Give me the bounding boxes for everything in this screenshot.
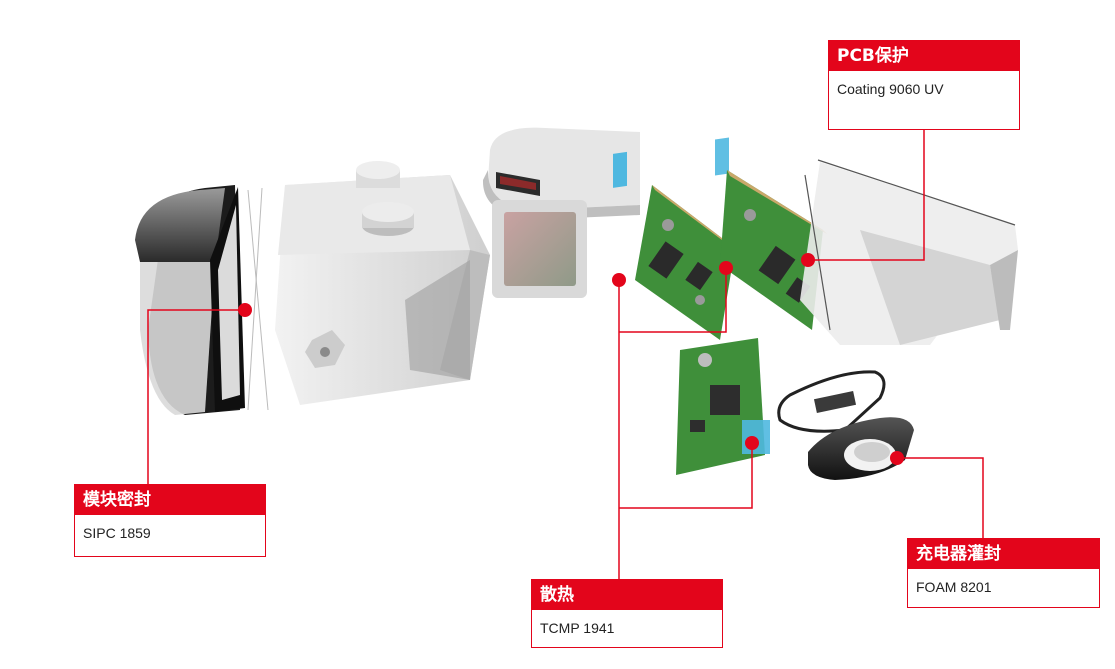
callout-product: FOAM 8201 xyxy=(916,579,992,595)
marker-dot-heat-middle xyxy=(719,261,733,275)
camera-sensor-part xyxy=(482,127,640,298)
rear-enclosure-part xyxy=(800,159,1018,345)
callout-title: PCB保护 xyxy=(829,41,1019,71)
charger-potting-part xyxy=(808,417,914,480)
leader-line-heat xyxy=(618,268,753,579)
marker-dot-heat-left xyxy=(612,273,626,287)
callout-heat-dissipation: 散热 TCMP 1941 xyxy=(531,579,723,648)
pcb-board-1 xyxy=(635,185,738,340)
leader-line-charger xyxy=(897,457,984,538)
marker-dot-module xyxy=(238,303,252,317)
main-housing-part xyxy=(275,161,490,405)
callout-title: 充电器灌封 xyxy=(908,539,1099,569)
marker-dot-heat-lower xyxy=(745,436,759,450)
callout-product: TCMP 1941 xyxy=(540,620,615,636)
callout-module-sealing: 模块密封 SIPC 1859 xyxy=(74,484,266,557)
thermal-pad-left xyxy=(613,151,627,188)
front-cover-part xyxy=(135,185,269,415)
marker-dot-pcb xyxy=(801,253,815,267)
callout-title: 散热 xyxy=(532,580,722,610)
callout-charger-potting: 充电器灌封 FOAM 8201 xyxy=(907,538,1100,608)
callout-title: 模块密封 xyxy=(75,485,265,515)
leader-line-pcb xyxy=(808,130,925,261)
marker-dot-charger xyxy=(890,451,904,465)
thermal-pad-middle xyxy=(715,137,729,176)
gasket-ring-part xyxy=(777,370,886,433)
callout-pcb-protection: PCB保护 Coating 9060 UV xyxy=(828,40,1020,130)
thermal-pad-lower xyxy=(742,420,770,454)
leader-line-module xyxy=(147,309,245,484)
callout-product: SIPC 1859 xyxy=(83,525,151,541)
pcb-board-2 xyxy=(720,170,827,330)
callout-product: Coating 9060 UV xyxy=(837,81,944,97)
